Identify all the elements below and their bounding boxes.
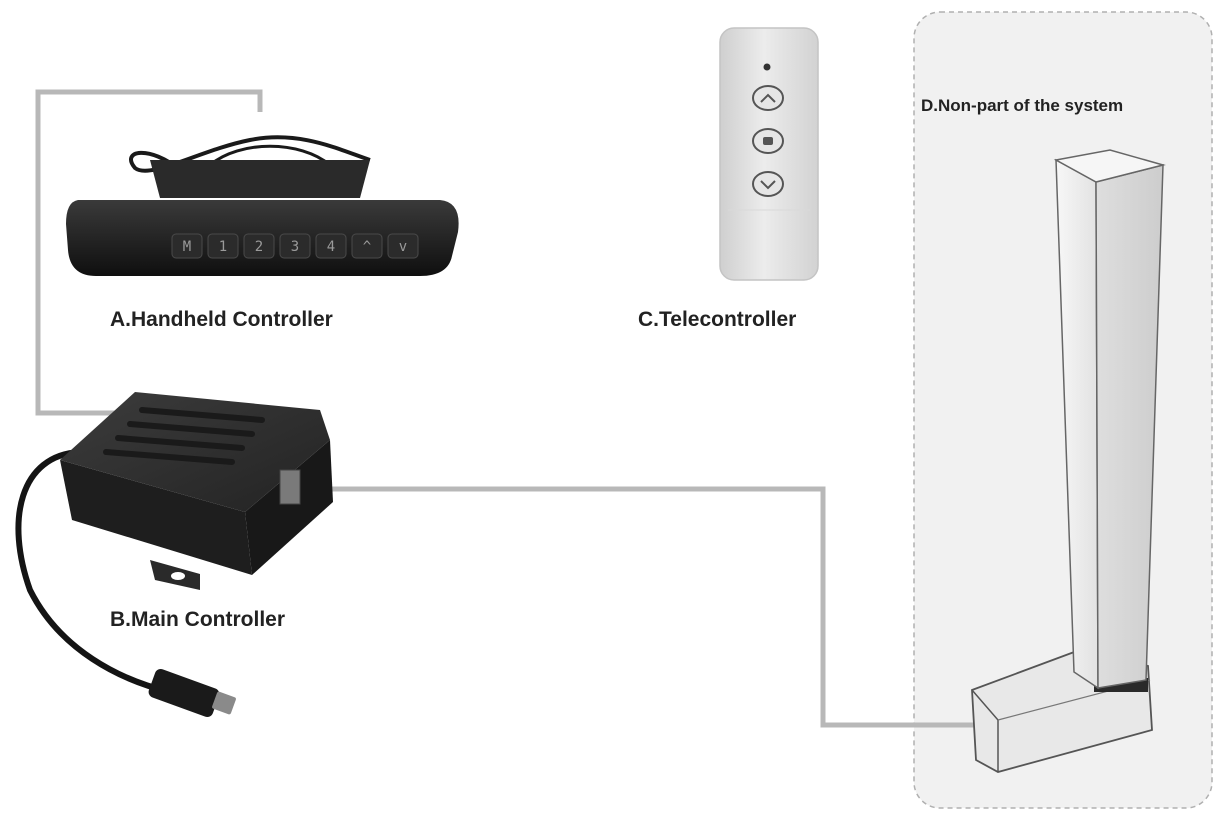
column-top xyxy=(1053,149,1166,183)
handheld-key: 2 xyxy=(243,233,275,259)
remote-led xyxy=(763,63,771,71)
main-box-port xyxy=(279,469,301,505)
handheld-key: 3 xyxy=(279,233,311,259)
handheld-key: M xyxy=(171,233,203,259)
main-controller-label: B.Main Controller xyxy=(110,608,286,631)
chevron-up-icon xyxy=(752,85,784,111)
handheld-controller-label: A.Handheld Controller xyxy=(110,308,333,331)
handheld-to-main-wire xyxy=(35,89,263,416)
main-controller xyxy=(15,392,333,718)
handheld-key: v xyxy=(387,233,419,259)
main-to-column-wire xyxy=(320,486,980,728)
main-box-vents xyxy=(103,407,265,465)
remote-body xyxy=(719,27,819,281)
handheld-cable-loop xyxy=(209,144,331,167)
handheld-key-label: M xyxy=(183,239,191,255)
power-plug xyxy=(148,668,236,718)
handheld-cable xyxy=(129,135,371,173)
handheld-controller: M 1 2 3 4 ^ v xyxy=(66,135,459,276)
chevron-down-icon xyxy=(752,171,784,197)
handheld-key-label: 1 xyxy=(219,239,227,255)
handheld-mount xyxy=(150,160,370,198)
power-cable xyxy=(15,449,171,695)
non-part-label: D.Non-part of the system xyxy=(921,96,1124,115)
telecontroller-label: C.Telecontroller xyxy=(638,308,797,331)
handheld-key-label: ^ xyxy=(363,239,371,255)
handheld-key-label: 2 xyxy=(255,239,263,255)
telecontroller xyxy=(719,27,819,281)
handheld-key: ^ xyxy=(351,233,383,259)
stop-icon xyxy=(752,128,784,154)
handheld-key-label: 4 xyxy=(327,239,335,255)
lifting-column xyxy=(971,149,1166,773)
handheld-key: 1 xyxy=(207,233,239,259)
main-box-side xyxy=(60,460,252,575)
main-box-front xyxy=(245,440,333,575)
handheld-key: 4 xyxy=(315,233,347,259)
handheld-keypad: M 1 2 3 4 ^ v xyxy=(171,233,419,259)
handheld-key-label: v xyxy=(399,239,407,255)
handheld-key-label: 3 xyxy=(291,239,299,255)
